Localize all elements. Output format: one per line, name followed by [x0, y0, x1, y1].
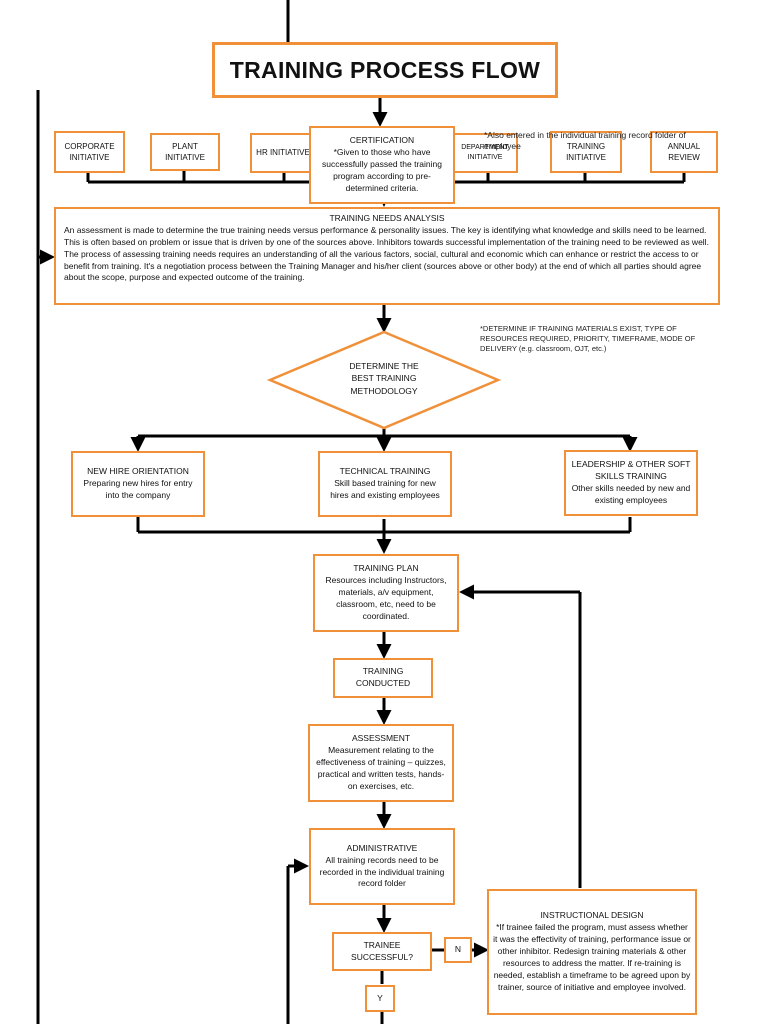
new-hire-orientation-box: NEW HIRE ORIENTATION Preparing new hires… — [71, 451, 205, 517]
source-annual-review: ANNUAL REVIEW — [650, 131, 718, 173]
leadership-training-box: LEADERSHIP & OTHER SOFT SKILLS TRAINING … — [564, 450, 698, 516]
new-hire-text: Preparing new hires for entry into the c… — [83, 478, 193, 500]
trainee-successful-box: TRAINEE SUCCESSFUL? — [332, 932, 432, 971]
administrative-text: All training records need to be recorded… — [319, 854, 445, 889]
source-corporate: CORPORATE INITIATIVE — [54, 131, 125, 173]
certification-box: CERTIFICATION *Given to those who have s… — [309, 126, 455, 204]
title-box: TRAINING PROCESS FLOW — [212, 42, 558, 98]
methodology-text: DETERMINE THE BEST TRAINING METHODOLOGY — [349, 361, 419, 396]
source-department-label: DEPARTMENT INITIATIVE — [461, 144, 509, 161]
technical-training-box: TECHNICAL TRAINING Skill based training … — [318, 451, 452, 517]
page-title: TRAINING PROCESS FLOW — [229, 56, 541, 83]
instructional-design-box: INSTRUCTIONAL DESIGN *If trainee failed … — [487, 889, 697, 1015]
training-conducted-text: TRAINING CONDUCTED — [355, 666, 411, 688]
needs-analysis-box: TRAINING NEEDS ANALYSIS An assessment is… — [54, 207, 720, 305]
administrative-heading: ADMINISTRATIVE — [346, 842, 418, 853]
technical-text: Skill based training for new hires and e… — [330, 478, 440, 500]
needs-analysis-heading: TRAINING NEEDS ANALYSIS — [329, 213, 445, 223]
source-hr: HR INITIATIVE — [250, 133, 316, 173]
assessment-heading: ASSESSMENT — [351, 733, 411, 744]
leadership-heading: LEADERSHIP & OTHER SOFT SKILLS TRAINING — [571, 459, 691, 482]
source-corporate-label: CORPORATE INITIATIVE — [64, 141, 115, 162]
source-plant-label: PLANT INITIATIVE — [165, 141, 205, 162]
no-label: N — [454, 944, 462, 955]
certification-note: *Also entered in the individual training… — [484, 130, 686, 152]
training-plan-heading: TRAINING PLAN — [353, 563, 419, 574]
no-label-box: N — [444, 937, 472, 963]
trainee-successful-text: TRAINEE SUCCESSFUL? — [351, 939, 413, 962]
yes-label: Y — [377, 992, 383, 1003]
instructional-design-text: *If trainee failed the program, must ass… — [493, 922, 691, 992]
leadership-text: Other skills needed by new and existing … — [571, 483, 691, 505]
methodology-label: DETERMINE THE BEST TRAINING METHODOLOGY — [300, 360, 468, 397]
technical-heading: TECHNICAL TRAINING — [339, 466, 431, 477]
source-hr-label: HR INITIATIVE — [256, 148, 310, 158]
training-plan-box: TRAINING PLAN Resources including Instru… — [313, 554, 459, 632]
source-training: TRAINING INITIATIVE — [550, 131, 622, 173]
training-plan-text: Resources including Instructors, materia… — [325, 575, 447, 621]
source-plant: PLANT INITIATIVE — [150, 133, 220, 171]
methodology-diamond — [266, 330, 502, 430]
yes-label-box: Y — [365, 985, 395, 1012]
new-hire-heading: NEW HIRE ORIENTATION — [87, 466, 189, 477]
certification-text: *Given to those who have successfully pa… — [321, 147, 442, 193]
source-annual-review-label: ANNUAL REVIEW — [667, 141, 701, 162]
assessment-box: ASSESSMENT Measurement relating to the e… — [308, 724, 454, 802]
certification-heading: CERTIFICATION — [349, 135, 415, 146]
needs-analysis-text: An assessment is made to determine the t… — [64, 224, 709, 283]
source-training-label: TRAINING INITIATIVE — [566, 141, 606, 162]
methodology-note: *DETERMINE IF TRAINING MATERIALS EXIST, … — [480, 324, 696, 354]
assessment-text: Measurement relating to the effectivenes… — [316, 745, 446, 791]
instructional-design-heading: INSTRUCTIONAL DESIGN — [540, 910, 644, 921]
administrative-box: ADMINISTRATIVE All training records need… — [309, 828, 455, 905]
training-conducted-box: TRAINING CONDUCTED — [333, 658, 433, 698]
